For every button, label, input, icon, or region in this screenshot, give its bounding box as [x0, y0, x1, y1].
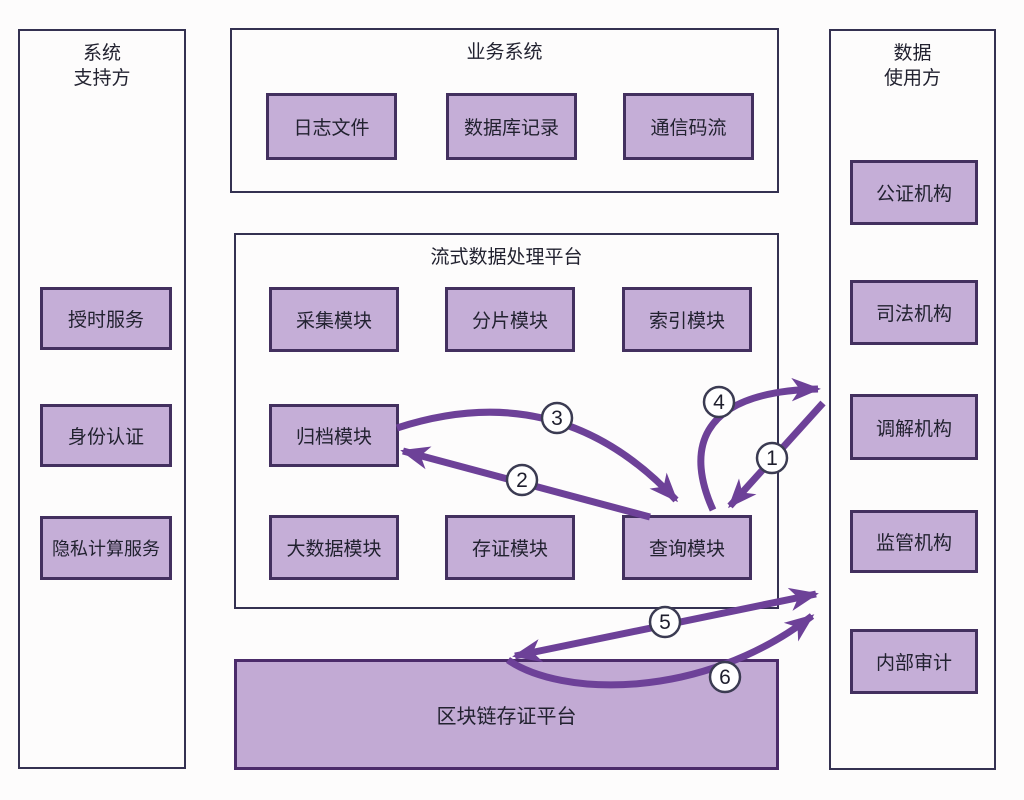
arrow-label-5: 5 [648, 605, 682, 639]
node-communication-stream: 通信码流 [623, 93, 754, 160]
right-column-title-line2: 使用方 [883, 68, 941, 89]
node-time-service: 授时服务 [40, 287, 172, 350]
node-log-files: 日志文件 [266, 93, 397, 160]
node-query-module: 查询模块 [622, 515, 752, 580]
business-system-container: 业务系统 日志文件 数据库记录 通信码流 [230, 28, 779, 193]
left-column-title: 系统 支持方 [20, 31, 184, 91]
node-identity-auth: 身份认证 [40, 404, 172, 467]
right-column-data-users: 数据 使用方 公证机构 司法机构 调解机构 监管机构 内部审计 [829, 29, 996, 770]
node-internal-audit: 内部审计 [850, 629, 978, 694]
node-shard-module: 分片模块 [445, 287, 575, 352]
node-collect-module: 采集模块 [269, 287, 399, 352]
stream-platform-title: 流式数据处理平台 [430, 247, 583, 268]
node-index-module: 索引模块 [622, 287, 752, 352]
node-privacy-computing: 隐私计算服务 [40, 516, 172, 580]
left-column-system-support: 系统 支持方 授时服务 身份认证 隐私计算服务 [18, 29, 186, 769]
arrow-label-text-5: 5 [659, 611, 671, 634]
node-judicial-agency: 司法机构 [850, 280, 978, 345]
arrow-label-circle-5 [648, 605, 682, 639]
right-column-title-line1: 数据 [893, 43, 932, 64]
right-column-title: 数据 使用方 [831, 31, 994, 91]
node-regulatory-agency: 监管机构 [850, 510, 978, 573]
left-column-title-line1: 系统 [82, 43, 121, 64]
node-notary-agency: 公证机构 [850, 160, 978, 225]
node-bigdata-module: 大数据模块 [269, 515, 399, 580]
business-system-title: 业务系统 [466, 42, 543, 63]
left-column-title-line2: 支持方 [73, 68, 131, 89]
node-archive-module: 归档模块 [269, 404, 399, 467]
node-mediation-agency: 调解机构 [850, 394, 978, 460]
node-evidence-module: 存证模块 [445, 515, 575, 580]
node-database-records: 数据库记录 [446, 93, 577, 160]
stream-platform-container: 流式数据处理平台 采集模块 分片模块 索引模块 归档模块 大数据模块 存证模块 … [234, 233, 779, 609]
blockchain-platform: 区块链存证平台 [234, 659, 779, 770]
